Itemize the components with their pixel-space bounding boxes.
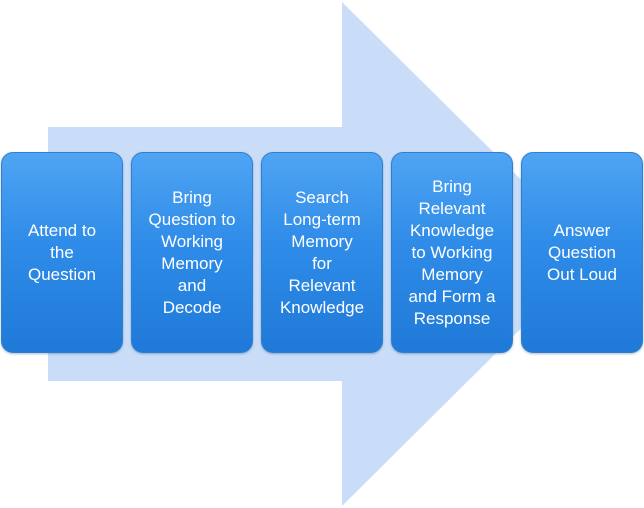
step-label: Bring Relevant Knowledge to Working Memo… xyxy=(408,176,496,328)
step-bring-question-decode: Bring Question to Working Memory and Dec… xyxy=(131,152,253,353)
step-label: Answer Question Out Loud xyxy=(547,220,617,284)
step-label: Attend to the Question xyxy=(27,220,97,284)
step-attend-question: Attend to the Question xyxy=(1,152,123,353)
step-label: Search Long-term Memory for Relevant Kno… xyxy=(279,187,365,317)
step-form-response: Bring Relevant Knowledge to Working Memo… xyxy=(391,152,513,353)
step-label: Bring Question to Working Memory and Dec… xyxy=(148,187,236,317)
step-search-memory: Search Long-term Memory for Relevant Kno… xyxy=(261,152,383,353)
step-answer-out-loud: Answer Question Out Loud xyxy=(521,152,643,353)
